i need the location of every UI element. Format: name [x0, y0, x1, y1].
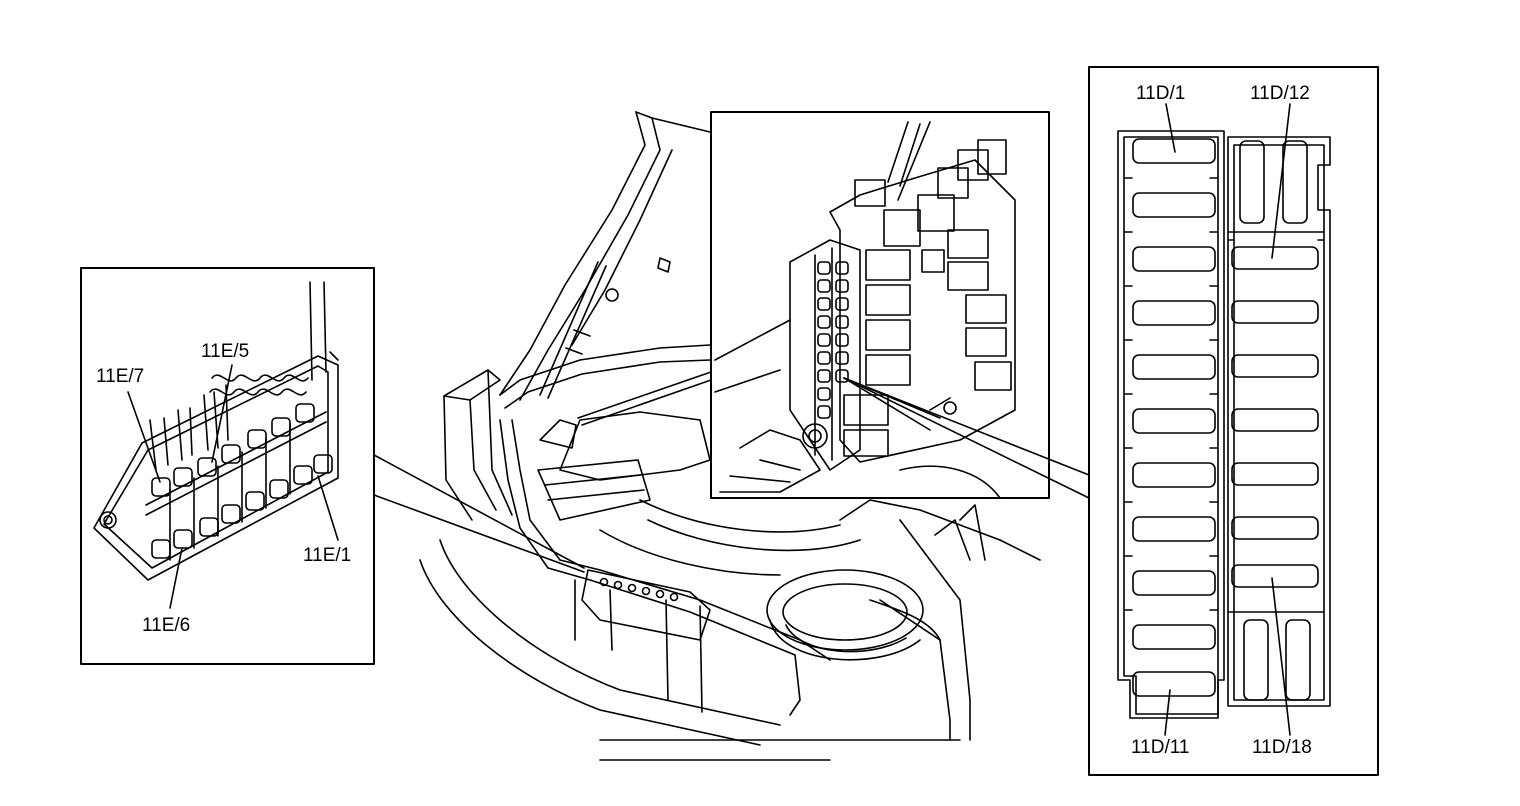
fuse-slots-column — [817, 261, 849, 419]
car-trunk-illustration — [419, 111, 1041, 761]
vertical-slot — [1243, 619, 1269, 701]
vertical-slot — [1239, 140, 1265, 224]
inset-11d-fuse-layout — [1088, 66, 1379, 776]
fuse-11d-17 — [1231, 516, 1319, 540]
fuse-11d-12 — [1231, 246, 1319, 270]
fuse-11d-8 — [1132, 516, 1216, 542]
fuse-column-11d-1-to-11 — [1132, 138, 1216, 697]
fuse-11d-2 — [1132, 192, 1216, 218]
inset-11d-fuse-box-view — [710, 111, 1050, 499]
fuse-11d-4 — [1132, 300, 1216, 326]
fuse-11d-1 — [1132, 138, 1216, 164]
relays — [843, 139, 1012, 457]
label-11e-7: 11E/7 — [96, 366, 144, 387]
labels: 11D/1 11D/12 11D/11 11D/18 11E/7 11E/5 1… — [96, 83, 1312, 758]
fuse-11d-10 — [1132, 624, 1216, 650]
inset-11e-fuse-board — [80, 267, 375, 665]
fuse-11d-16 — [1231, 462, 1319, 486]
fuse-11d-3 — [1132, 246, 1216, 272]
fuse-11d-11 — [1132, 671, 1216, 697]
fuse-11d-9 — [1132, 570, 1216, 596]
label-11d-1: 11D/1 — [1136, 83, 1185, 104]
fuse-11d-15 — [1231, 408, 1319, 432]
fuse-11d-13 — [1231, 300, 1319, 324]
fuse-11d-18 — [1231, 564, 1319, 588]
label-11e-1: 11E/1 — [303, 545, 351, 566]
label-11e-6: 11E/6 — [142, 615, 190, 636]
fuse-11d-6 — [1132, 408, 1216, 434]
fuse-11d-5 — [1132, 354, 1216, 380]
vertical-slot — [1285, 619, 1311, 701]
fuse-11d-14 — [1231, 354, 1319, 378]
label-11d-11: 11D/11 — [1131, 737, 1189, 758]
label-11d-12: 11D/12 — [1250, 83, 1310, 104]
fuse-11d-7 — [1132, 462, 1216, 488]
label-11e-5: 11E/5 — [201, 341, 249, 362]
vertical-slot — [1282, 140, 1308, 224]
label-11d-18: 11D/18 — [1252, 737, 1312, 758]
fuse-holder-row-lower — [151, 454, 333, 559]
fuse-column-11d-12-to-18 — [1231, 246, 1319, 588]
